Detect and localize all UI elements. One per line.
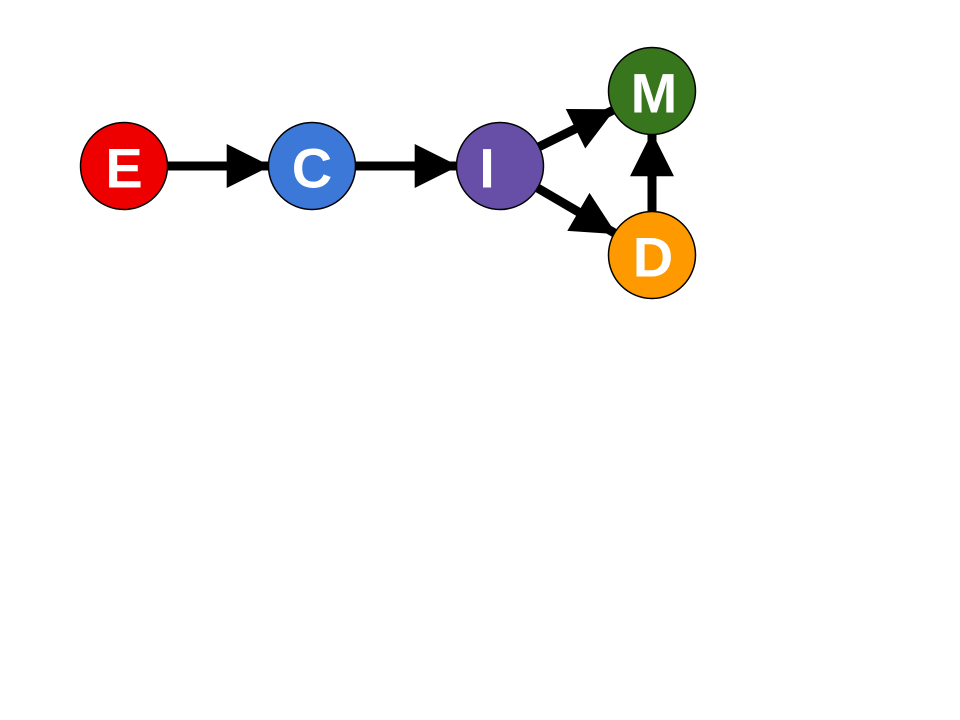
node-c-label: C bbox=[292, 137, 332, 200]
node-c: C bbox=[267, 121, 357, 211]
node-m-circle bbox=[607, 46, 697, 136]
node-m: M bbox=[607, 46, 697, 136]
node-d: D bbox=[607, 210, 697, 300]
edge-i-to-m bbox=[537, 106, 615, 151]
node-m-label: M bbox=[631, 62, 678, 125]
node-d-label: D bbox=[633, 226, 673, 289]
node-d-circle bbox=[607, 210, 697, 300]
edge-i-to-d bbox=[535, 184, 617, 237]
node-i-label: I bbox=[479, 137, 495, 200]
node-e: E bbox=[79, 121, 169, 211]
edges-layer bbox=[167, 106, 674, 237]
node-i-circle bbox=[455, 121, 545, 211]
node-e-label: E bbox=[105, 137, 142, 200]
node-i: I bbox=[455, 121, 545, 211]
node-c-circle bbox=[267, 121, 357, 211]
node-e-circle bbox=[79, 121, 169, 211]
